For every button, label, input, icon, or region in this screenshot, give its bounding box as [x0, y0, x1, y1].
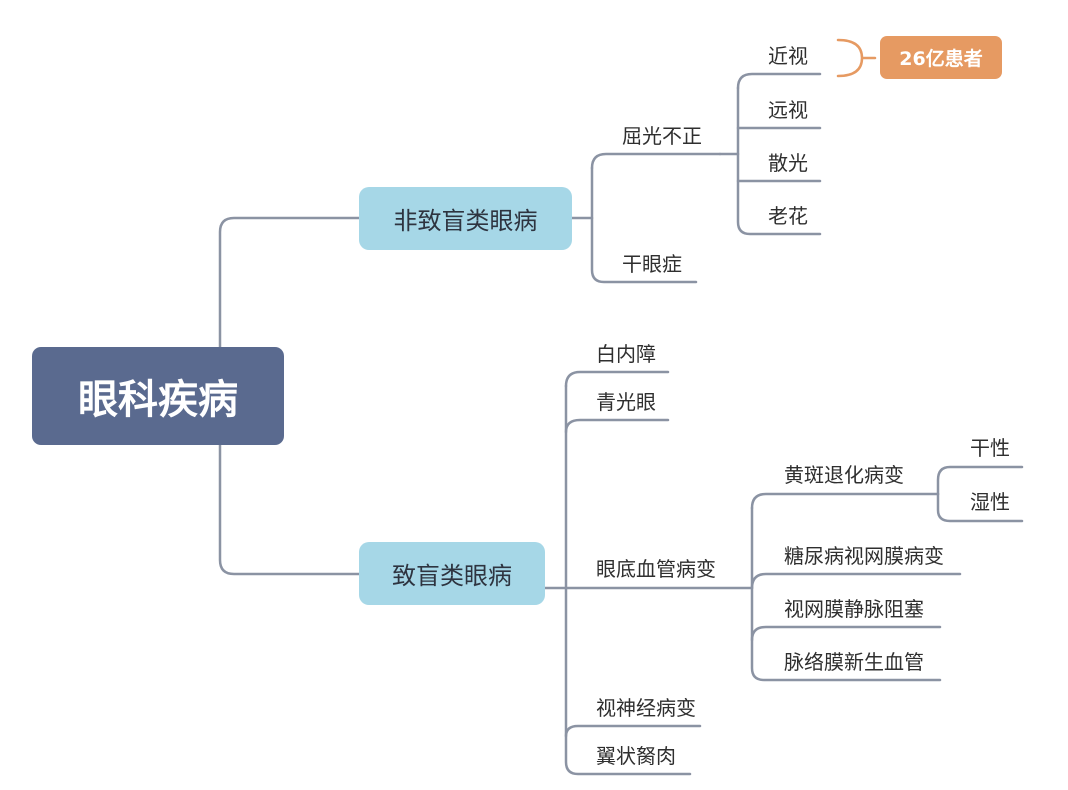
node-diabetic-retinopathy: 糖尿病视网膜病变	[784, 544, 944, 568]
root-node: 眼科疾病	[32, 347, 284, 445]
node-hyperopia: 远视	[768, 98, 808, 122]
node-dry-eye: 干眼症	[622, 252, 682, 276]
category-non-blinding: 非致盲类眼病	[359, 187, 572, 250]
node-dry-type: 干性	[970, 436, 1010, 460]
node-cataract: 白内障	[596, 342, 656, 366]
callout-badge: 26亿患者	[880, 36, 1002, 79]
node-presbyopia: 老花	[768, 204, 808, 228]
callout-brace	[836, 38, 877, 78]
node-refractive-error: 屈光不正	[622, 124, 702, 148]
node-fundus-vascular: 眼底血管病变	[596, 557, 716, 581]
node-astigmatism: 散光	[768, 151, 808, 175]
node-macular-degeneration: 黄斑退化病变	[784, 463, 904, 487]
node-choroidal-neovascularization: 脉络膜新生血管	[784, 650, 924, 674]
node-wet-type: 湿性	[970, 490, 1010, 514]
node-retinal-vein-occlusion: 视网膜静脉阻塞	[784, 597, 924, 621]
node-glaucoma: 青光眼	[596, 390, 656, 414]
node-myopia: 近视	[768, 44, 808, 68]
node-optic-neuropathy: 视神经病变	[596, 696, 696, 720]
node-pterygium: 翼状胬肉	[596, 744, 676, 768]
category-blinding: 致盲类眼病	[359, 542, 545, 605]
